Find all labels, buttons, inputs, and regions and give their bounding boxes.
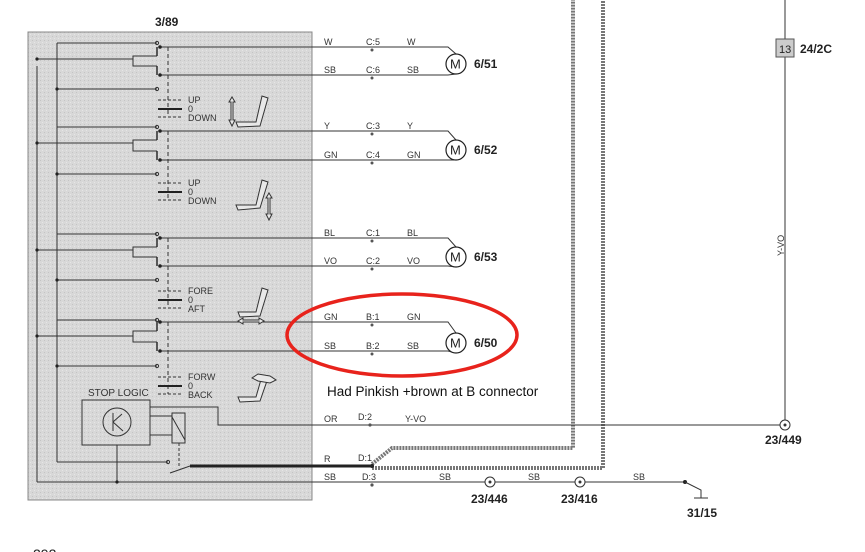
connector-pin-label: C:3 [366,121,380,131]
seat-height-rear-icon [235,179,273,222]
connector-pin-label: C:1 [366,228,380,238]
wire-color-label: GN [324,312,338,322]
wire-color-label: VO [407,256,420,266]
switch-group-3 [35,231,182,309]
wire-color-label: SB [324,65,336,75]
annotation-text: Had Pinkish +brown at B connector [327,384,539,399]
splice-23-446: 23/446 [471,476,508,506]
motor-id: 6/51 [474,57,498,71]
svg-text:23/416: 23/416 [561,492,598,506]
fuse-wire: 13 24/2C Y-VO [775,0,832,420]
switch-2-pos-1: UP [188,178,201,188]
transistor-icon [102,407,132,437]
motor-6-51: W C:5 W SB C:6 SB M 6/51 [158,37,498,80]
connector-pin-label: B:2 [366,341,380,351]
switch-group-2 [35,124,182,201]
splice-23-449: 23/449 [765,419,802,447]
switch-4-pos-1: FORW [188,372,216,382]
wire-color-label: VO [324,256,337,266]
wire-color-label: W [407,37,416,47]
svg-text:23/446: 23/446 [471,492,508,506]
switch-3-pos-2: 0 [188,295,193,305]
vertical-wire-label: Y-VO [776,235,786,256]
connector-pin-label: C:5 [366,37,380,47]
wire-sb-label: SB [324,472,336,482]
motor-id: 6/52 [474,143,498,157]
connector-d2-label: D:2 [358,412,372,422]
seat-control-module: 3/89 [27,15,313,501]
page-number: 292 [33,546,57,552]
component-id: 3/89 [155,15,179,29]
connector-pin-label: C:4 [366,150,380,160]
wire-sb-segment-3: SB [633,472,645,482]
connector-pin-label: C:2 [366,256,380,266]
switch-1-pos-2: 0 [188,104,193,114]
switch-1-pos-3: DOWN [188,113,217,123]
wire-color-label: SB [324,341,336,351]
switch-1-pos-1: UP [188,95,201,105]
fuse-id: 24/2C [800,42,832,56]
wire-color-label: Y [407,121,413,131]
connector-d3-label: D:3 [362,472,376,482]
wire-color-label: SB [407,65,419,75]
lower-wires: OR D:2 Y-VO R D:1 SB D:3 SB SB SB [312,412,785,487]
switch-labels: UP 0 DOWN UP 0 DOWN FORE 0 AFT FORW 0 BA… [188,95,217,400]
motor-symbol: M [450,143,461,158]
wire-color-label: GN [407,150,421,160]
splice-23-416: 23/416 [561,476,598,506]
wire-or-label: OR [324,414,338,424]
motor-icon [445,139,467,161]
svg-text:23/449: 23/449 [765,433,802,447]
wire-color-label: Y [324,121,330,131]
seat-fore-aft-icon [237,287,269,325]
motor-id: 6/50 [474,336,498,350]
motor-6-50: GN B:1 GN SB B:2 SB M 6/50 [158,312,498,356]
connector-pin-label: B:1 [366,312,380,322]
wire-color-label: SB [407,341,419,351]
wire-color-label: GN [324,150,338,160]
switch-group-1 [35,40,182,118]
motor-6-53: BL C:1 BL VO C:2 VO M 6/53 [158,228,498,271]
motor-icon [445,53,467,75]
motor-id: 6/53 [474,250,498,264]
wire-color-label: BL [407,228,418,238]
wire-yvo-label: Y-VO [405,414,426,424]
stop-logic-label: STOP LOGIC [88,388,149,399]
ground-id: 31/15 [687,506,717,520]
switch-3-pos-1: FORE [188,286,213,296]
seat-backrest-icon [237,373,277,403]
wire-color-label: BL [324,228,335,238]
switch-2-pos-2: 0 [188,187,193,197]
switch-4-pos-2: 0 [188,381,193,391]
wire-sb-segment-1: SB [439,472,451,482]
highlight-ellipse [285,292,519,378]
wire-color-label: GN [407,312,421,322]
motor-icon [445,246,467,268]
fuse-number: 13 [779,44,791,56]
fuse-icon [775,38,795,58]
motor-icon [445,332,467,354]
seat-height-front-icon [228,95,269,128]
motor-6-52: Y C:3 Y GN C:4 GN M 6/52 [158,121,498,165]
connector-d1-label: D:1 [358,453,372,463]
switch-4-pos-3: BACK [188,390,213,400]
switch-group-4 [35,317,182,395]
wire-color-label: W [324,37,333,47]
motor-symbol: M [450,57,461,72]
switch-3-pos-3: AFT [188,304,206,314]
motor-symbol: M [450,250,461,265]
motor-symbol: M [450,336,461,351]
wire-r-label: R [324,454,331,464]
ground-point: 31/15 [683,480,717,520]
wire-sb-segment-2: SB [528,472,540,482]
switch-2-pos-3: DOWN [188,196,217,206]
connector-pin-label: C:6 [366,65,380,75]
stop-logic-unit: STOP LOGIC [81,388,312,484]
shielded-cable [190,0,605,470]
